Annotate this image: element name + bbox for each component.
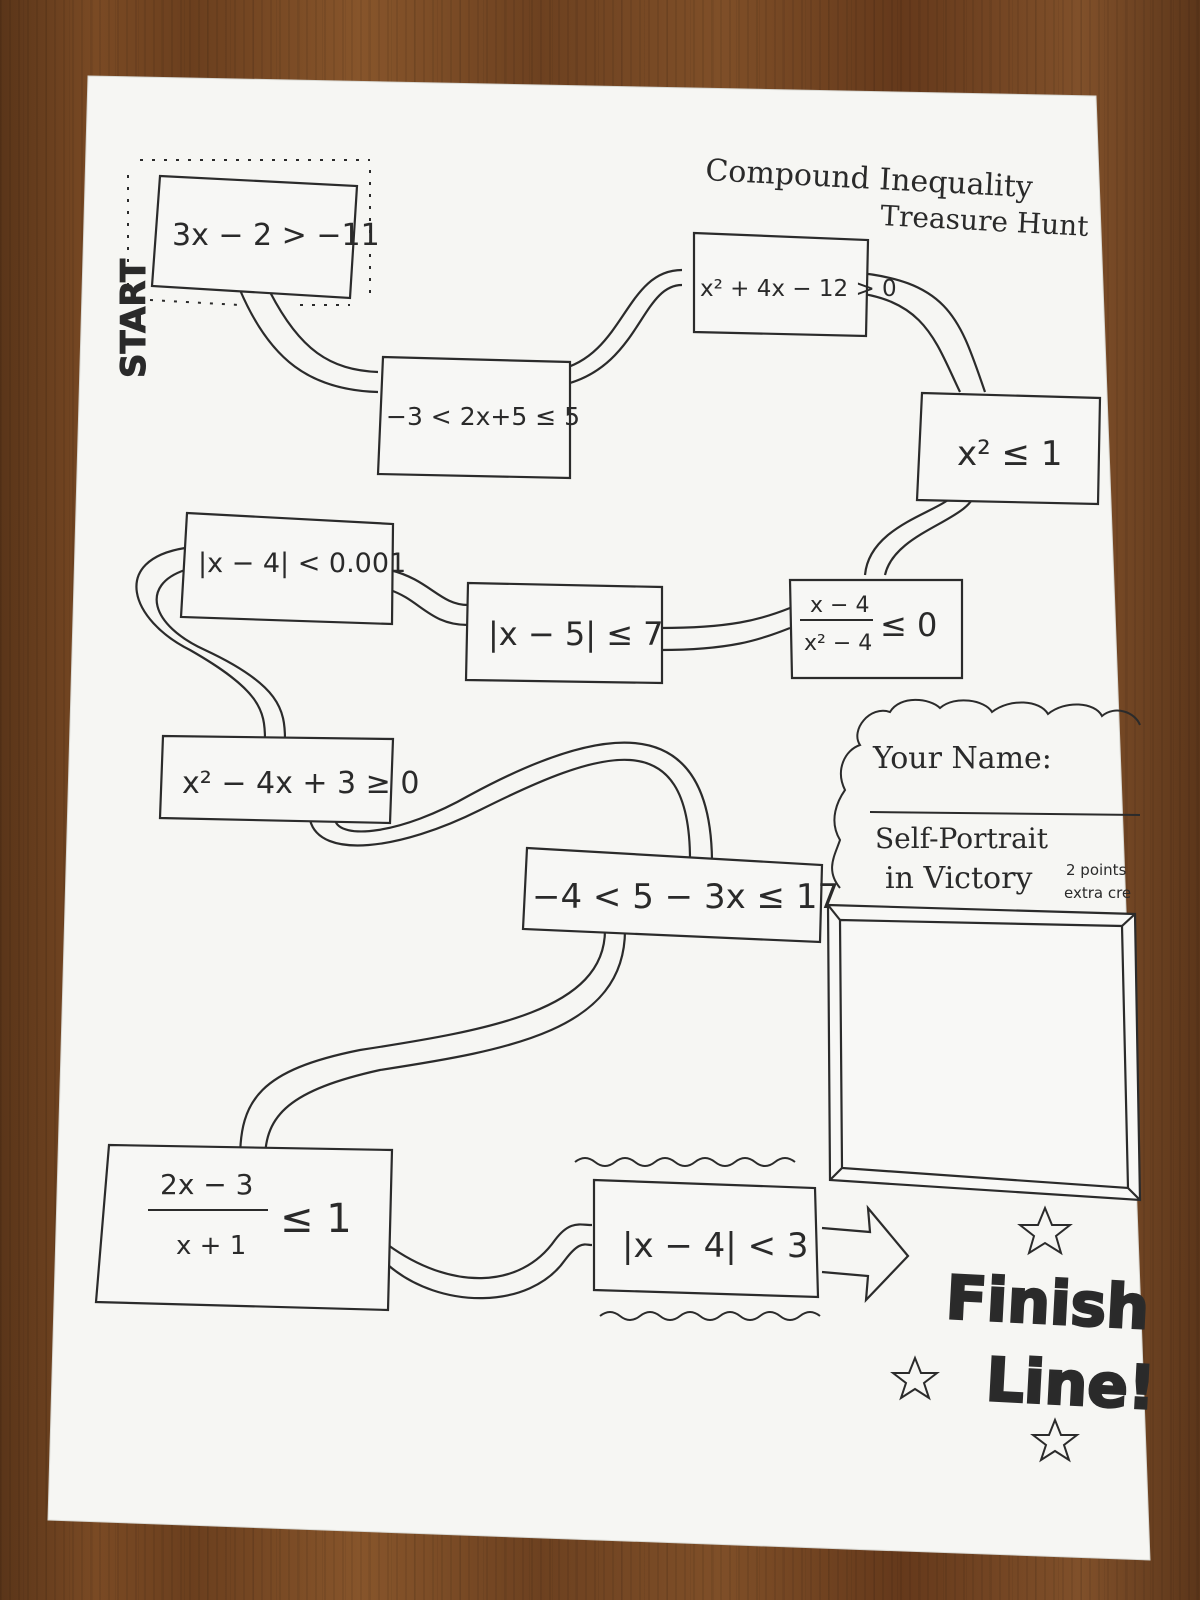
portrait-note-1: 2 points (1066, 861, 1127, 879)
box-1-text: 3x − 2 > −11 (172, 218, 380, 253)
name-write-line (869, 811, 1141, 816)
box-9-text: −4 < 5 − 3x ≤ 17 (532, 877, 839, 917)
box-8-text: x² − 4x + 3 ≥ 0 (182, 766, 419, 801)
final-box-squiggle-border (574, 1157, 821, 1321)
box-9: −4 < 5 − 3x ≤ 17 (521, 846, 839, 944)
star-icon (890, 1355, 940, 1401)
box-5-numerator: x − 4 (810, 593, 869, 618)
box-3-text: x² + 4x − 12 > 0 (700, 276, 897, 302)
box-10-relation: ≤ 1 (280, 1196, 352, 1242)
box-6-text: |x − 5| ≤ 7 (488, 615, 664, 653)
name-prompt: Your Name: (872, 741, 1052, 776)
box-2: −3 < 2x+5 ≤ 5 (376, 355, 580, 480)
box-2-text: −3 < 2x+5 ≤ 5 (386, 402, 580, 431)
box-10-denominator: x + 1 (176, 1231, 246, 1261)
box-11-text: |x − 4| < 3 (622, 1226, 809, 1266)
portrait-note-2: extra cre (1064, 884, 1131, 902)
name-cloud: Your Name: Self-Portrait in Victory 2 po… (831, 698, 1141, 902)
portrait-line-2: in Victory (885, 861, 1032, 896)
box-10: 2x − 3 x + 1 ≤ 1 (94, 1143, 394, 1312)
box-11: |x − 4| < 3 (592, 1178, 820, 1299)
box-4-text: x² ≤ 1 (957, 434, 1063, 474)
star-icon (1017, 1205, 1073, 1256)
portrait-frame (826, 903, 1142, 1202)
box-8: x² − 4x + 3 ≥ 0 (158, 734, 419, 825)
box-5-relation: ≤ 0 (880, 606, 937, 644)
box-3: x² + 4x − 12 > 0 (692, 231, 897, 338)
box-6: |x − 5| ≤ 7 (464, 581, 664, 685)
box-7: |x − 4| < 0.001 (179, 511, 406, 626)
box-4: x² ≤ 1 (915, 391, 1102, 506)
box-1: 3x − 2 > −11 (150, 174, 380, 300)
finish-line-1: Finish (944, 1263, 1151, 1344)
portrait-line-1: Self-Portrait (875, 822, 1049, 855)
path-roads (135, 268, 987, 1300)
box-10-numerator: 2x − 3 (160, 1168, 253, 1201)
finish-line-2: Line! (984, 1345, 1157, 1424)
star-icon (1030, 1417, 1080, 1463)
box-5-denominator: x² − 4 (804, 631, 872, 656)
box-5: x − 4 x² − 4 ≤ 0 (788, 578, 964, 680)
star-icons (890, 1205, 1080, 1463)
finish-arrow (821, 1204, 910, 1304)
start-label: START (114, 258, 154, 378)
box-7-text: |x − 4| < 0.001 (198, 548, 406, 579)
